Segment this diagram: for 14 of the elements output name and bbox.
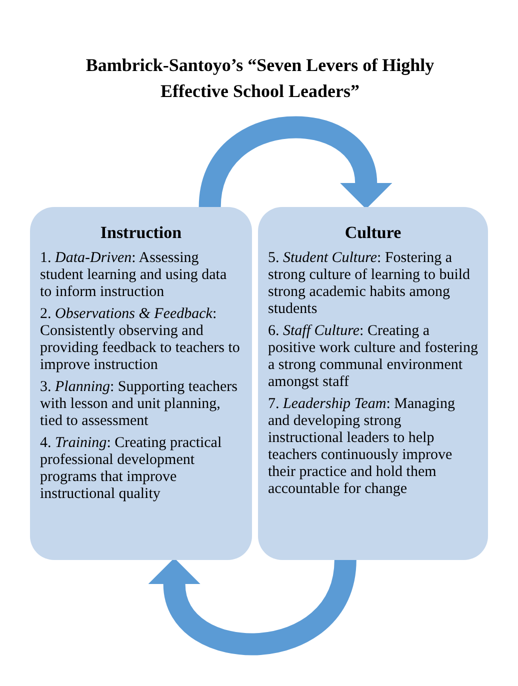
- lever-text: 5. Student Culture: Fostering a strong culture of learning to build strong academic habits among students: [268, 250, 472, 318]
- panel-heading: Culture: [344, 223, 402, 243]
- lever-text: 3. Planning: Supporting teachers with lesson and unit planning, tied to assessment: [40, 379, 238, 430]
- lever-text: 1. Data-Driven: Assessing student learning and using data to inform instruction: [40, 250, 228, 301]
- panel-heading: Instruction: [99, 223, 183, 243]
- title: Bambrick-Santoyo’s “Seven Levers of Highly Effective School Leaders”: [84, 54, 436, 103]
- panel: [30, 207, 252, 560]
- panel: [258, 207, 488, 560]
- curved-arrow: [198, 116, 392, 209]
- lever-text: 7. Leadership Team: Managing and developing strong instructional leaders to help teachers continuously improve their practice and hold them accountable for change: [268, 396, 456, 498]
- curved-arrow: [148, 558, 356, 655]
- lever-text: 6. Staff Culture: Creating a positive work culture and fostering a strong communal environment amongst staff: [268, 323, 478, 391]
- lever-text: 2. Observations & Feedback: Consistently observing and providing feedback to teachers to improve instruction: [40, 306, 241, 374]
- lever-text: 4. Training: Creating practical professional development programs that improve instructional quality: [40, 435, 223, 503]
